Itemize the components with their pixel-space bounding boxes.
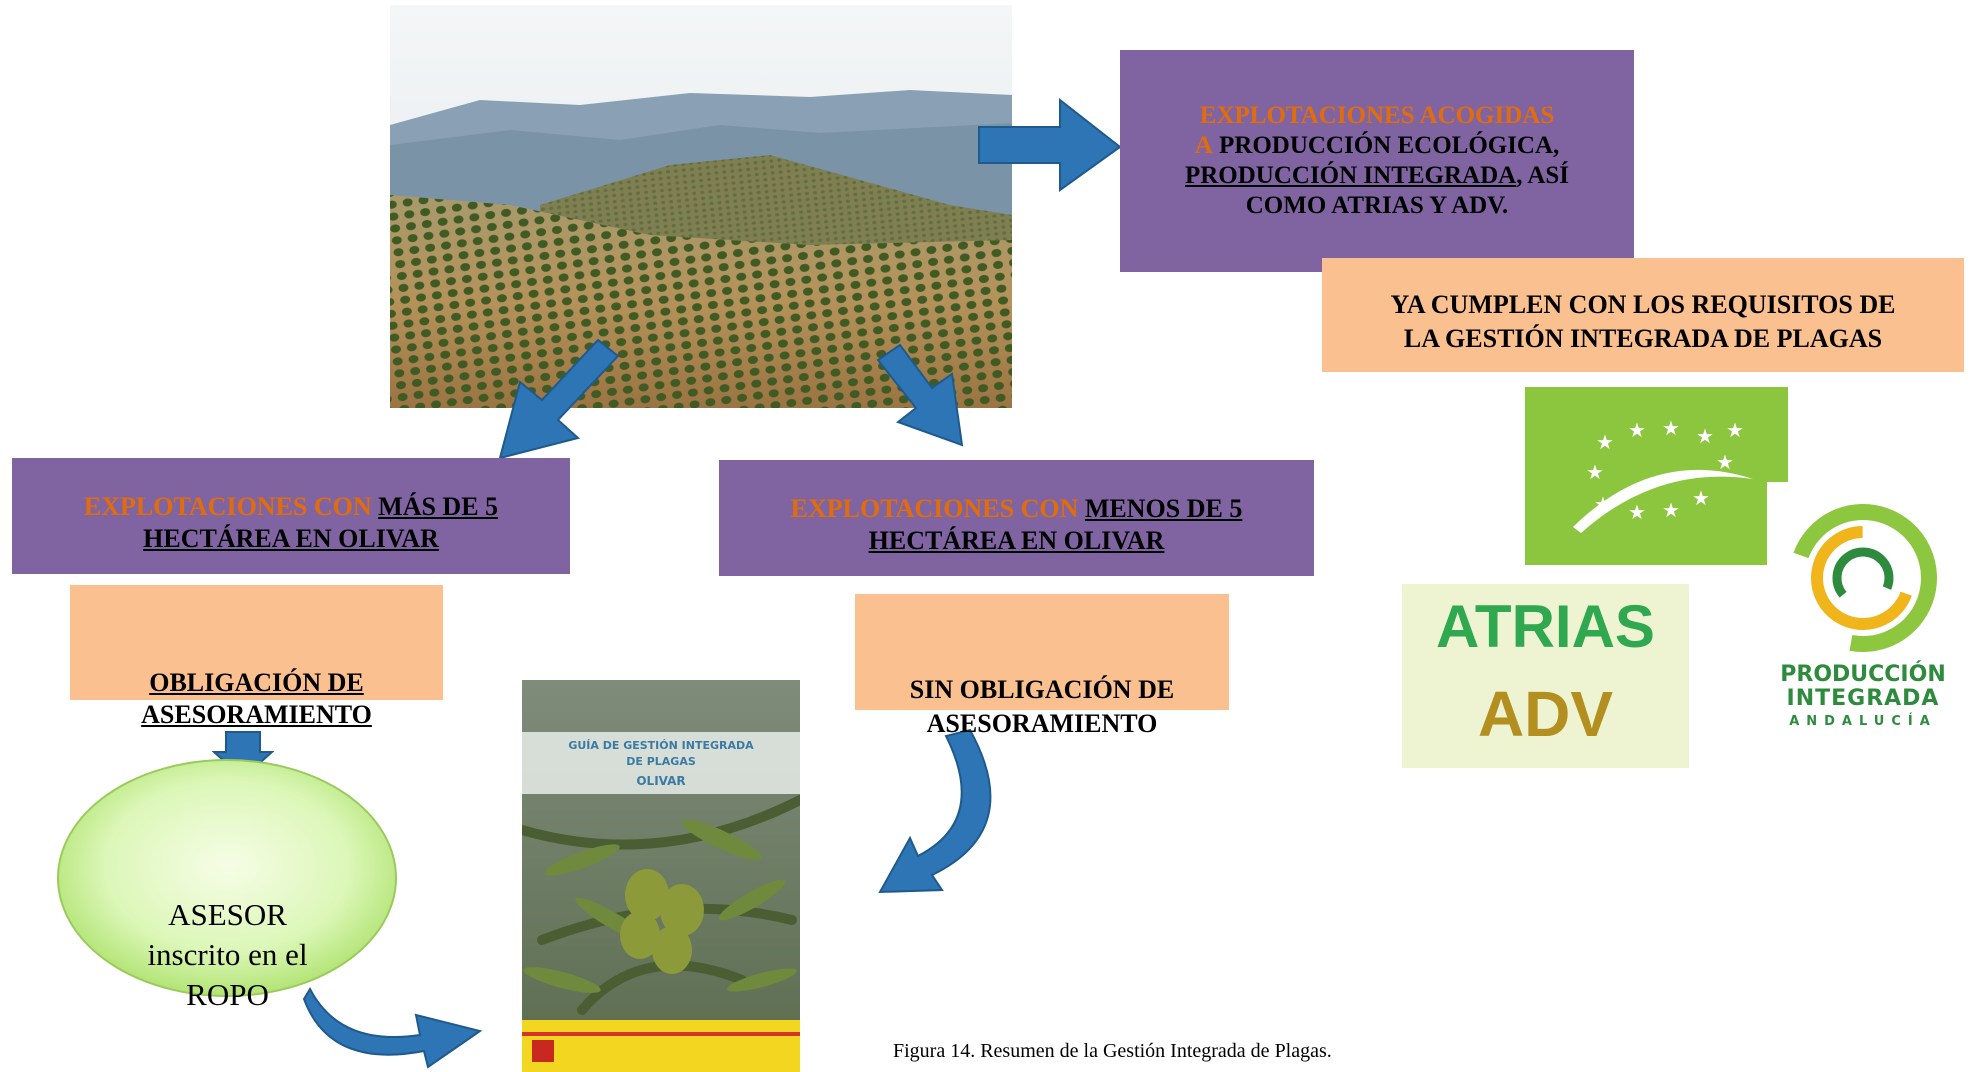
guide-line1: GUÍA DE GESTIÓN INTEGRADA	[568, 739, 754, 752]
requirements-box: YA CUMPLEN CON LOS REQUISITOS DE LA GEST…	[1322, 258, 1964, 372]
arrow-advisor-to-guide	[302, 986, 483, 1069]
no-obligation-box	[855, 594, 1229, 710]
obligation-line2: ASESORAMIENTO	[141, 700, 372, 729]
guide-line2: DE PLAGAS	[626, 755, 696, 768]
advisor-line2: inscrito en el	[147, 937, 308, 972]
more-than-5-ha-box: EXPLOTACIONES CON MÁS DE 5 HECTÁREA EN O…	[12, 458, 570, 574]
advisor-line1: ASESOR	[168, 897, 287, 932]
olive-grove-photo	[390, 5, 1012, 408]
less-than-5-prefix: EXPLOTACIONES CON	[790, 494, 1079, 523]
obligation-line1: OBLIGACIÓN DE	[149, 668, 364, 697]
adhered-line4: COMO ATRIAS Y ADV.	[1245, 192, 1509, 219]
arrow-down-right-to-less-than-5	[876, 343, 964, 447]
svg-text:★: ★	[1696, 424, 1714, 448]
advisor-line3: ROPO	[186, 977, 269, 1012]
eu-organic-logo: ★ ★ ★ ★ ★ ★ ★ ★ ★ ★ ★	[1525, 387, 1788, 565]
atrias-text: ATRIAS	[1436, 593, 1655, 660]
arrow-down-left-to-more-than-5	[498, 338, 620, 460]
adhered-line2-rest: PRODUCCIÓN ECOLÓGICA,	[1219, 132, 1560, 159]
arrow-right-to-adhered	[978, 97, 1122, 192]
guide-booklet: GUÍA DE GESTIÓN INTEGRADA DE PLAGAS OLIV…	[522, 680, 800, 1072]
guide-line3: OLIVAR	[636, 774, 686, 788]
more-than-5-underlined2: HECTÁREA EN OLIVAR	[143, 524, 439, 553]
svg-text:★: ★	[1726, 418, 1744, 442]
pi-line1: PRODUCCIÓN	[1780, 662, 1946, 687]
svg-text:★: ★	[1586, 460, 1604, 484]
svg-text:★: ★	[1628, 418, 1646, 442]
svg-text:★: ★	[1662, 498, 1680, 522]
svg-text:★: ★	[1716, 450, 1734, 474]
adhered-line2-prefix: A	[1194, 132, 1213, 159]
pi-line2: INTEGRADA	[1786, 686, 1940, 711]
requirements-line1: YA CUMPLEN CON LOS REQUISITOS DE	[1390, 290, 1896, 319]
obligation-box	[70, 585, 443, 700]
requirements-line2: LA GESTIÓN INTEGRADA DE PLAGAS	[1403, 324, 1883, 353]
atrias-adv-logo: ATRIAS ADV	[1402, 584, 1689, 768]
pi-line3: ANDALUCÍA	[1789, 714, 1937, 729]
produccion-integrada-logo: PRODUCCIÓN INTEGRADA ANDALUCÍA	[1758, 490, 1968, 745]
less-than-5-underlined2: HECTÁREA EN OLIVAR	[868, 526, 1165, 555]
no-obligation-line1: SIN OBLIGACIÓN DE	[909, 675, 1175, 704]
adhered-line3-underlined: PRODUCCIÓN INTEGRADA	[1184, 162, 1517, 189]
adhered-line3-rest: , ASÍ	[1516, 162, 1570, 189]
less-than-5-ha-box: EXPLOTACIONES CON MENOS DE 5 HECTÁREA EN…	[719, 460, 1314, 576]
adhered-farms-box: EXPLOTACIONES ACOGIDAS A PRODUCCIÓN ECOL…	[1120, 50, 1634, 272]
svg-text:★: ★	[1628, 500, 1646, 524]
more-than-5-underlined1: MÁS DE 5	[378, 492, 499, 521]
no-obligation-line2: ASESORAMIENTO	[926, 709, 1158, 738]
svg-text:★: ★	[1596, 430, 1614, 454]
svg-text:★: ★	[1662, 416, 1680, 440]
more-than-5-prefix: EXPLOTACIONES CON	[83, 492, 372, 521]
arrow-no-obligation-to-guide	[878, 728, 992, 894]
less-than-5-underlined1: MENOS DE 5	[1084, 494, 1243, 523]
svg-text:★: ★	[1692, 486, 1710, 510]
adv-text: ADV	[1477, 678, 1614, 750]
adhered-line1: EXPLOTACIONES ACOGIDAS	[1199, 102, 1555, 129]
figure-caption: Figura 14. Resumen de la Gestión Integra…	[893, 1040, 1332, 1062]
advisor-ellipse	[55, 757, 400, 1000]
